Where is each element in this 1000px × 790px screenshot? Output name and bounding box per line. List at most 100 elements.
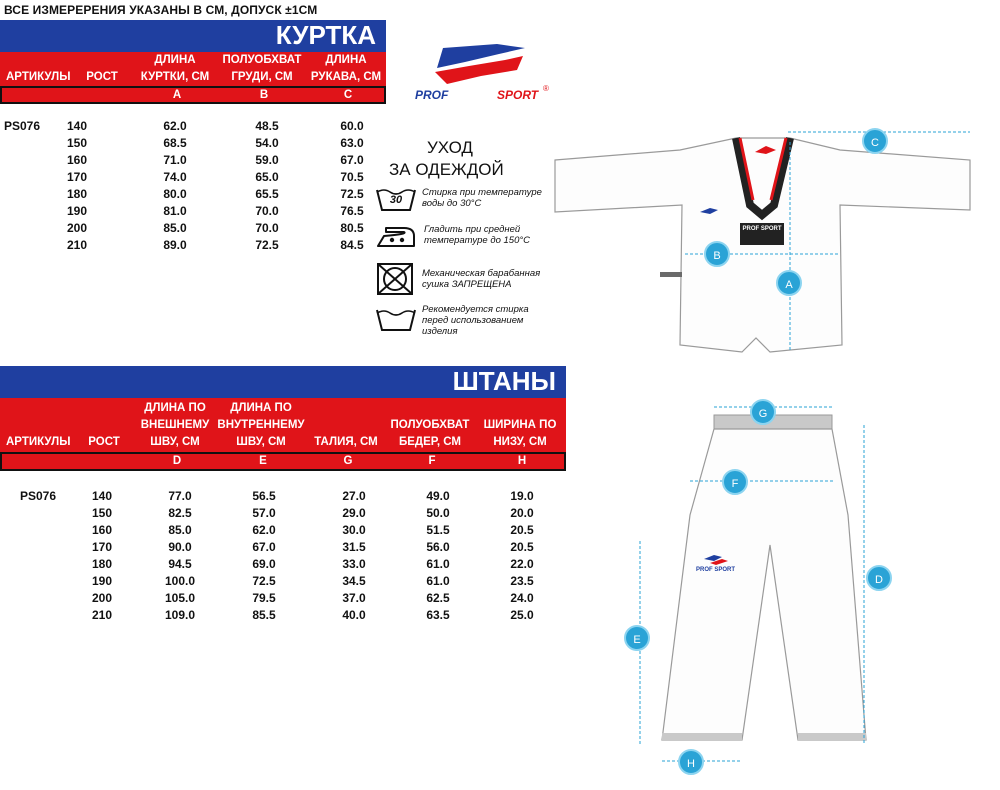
pants-cell: 62.5: [426, 591, 450, 605]
pants-drawing: [639, 406, 867, 762]
jacket-cell: 85.0: [163, 221, 187, 235]
iron-medium-icon: [374, 222, 418, 250]
jacket-cell: 63.0: [340, 136, 364, 150]
pants-letter-f: F: [428, 455, 436, 467]
pants-cell: 82.5: [168, 506, 192, 520]
pants-cell: 105.0: [164, 591, 196, 605]
prewash-icon: [374, 306, 418, 334]
jacket-letters-row: A B C: [0, 86, 386, 104]
jacket-diagram: PROF SPORT C B A: [550, 120, 990, 360]
pants-header-f-line2: БЕДЕР, СМ: [398, 436, 461, 448]
pants-cell: 27.0: [342, 489, 366, 503]
pants-letter-e: E: [259, 455, 267, 467]
jacket-header-a-line2: КУРТКИ, СМ: [140, 71, 210, 83]
pants-title-band: ШТАНЫ: [0, 366, 566, 398]
measure-badge-d: D: [866, 565, 892, 591]
pants-cell: 200: [91, 591, 113, 605]
jacket-header-c-line2: РУКАВА, СМ: [310, 71, 382, 83]
pants-header-article: АРТИКУЛЫ: [6, 436, 71, 448]
jacket-header-a: ДЛИНА КУРТКИ, СМ: [135, 52, 215, 86]
pants-header-f: ПОЛУОБХВАТ БЕДЕР, СМ: [380, 417, 480, 451]
pants-cell: 34.5: [342, 574, 366, 588]
pants-cell: 50.0: [426, 506, 450, 520]
care-prewash-line3: изделия: [422, 326, 458, 337]
measure-badge-c: C: [862, 128, 888, 154]
jacket-cell: 210: [66, 238, 88, 252]
care-prewash-line1: Рекомендуется стирка: [422, 304, 529, 315]
jacket-cell: 80.0: [163, 187, 187, 201]
measure-badge-b: B: [704, 241, 730, 267]
pants-header-band: [0, 398, 566, 452]
measure-badge-g: G: [750, 399, 776, 425]
jacket-cell: 60.0: [340, 119, 364, 133]
pants-cell: 30.0: [342, 523, 366, 537]
measurement-note: ВСЕ ИЗМЕРЕРЕНИЯ УКАЗАНЫ В СМ, ДОПУСК ±1С…: [4, 3, 318, 17]
pants-header-d-line3: ШВУ, СМ: [150, 436, 200, 448]
pants-header-h: ШИРИНА ПО НИЗУ, СМ: [476, 417, 564, 451]
pants-cell: 56.5: [252, 489, 276, 503]
jacket-cell: 72.5: [340, 187, 364, 201]
care-item-wash: Стирка при температуре воды до 30°С: [422, 187, 552, 209]
jacket-cell: 65.0: [255, 170, 279, 184]
pants-title: ШТАНЫ: [452, 366, 556, 396]
jacket-header-c-line1: ДЛИНА: [325, 54, 367, 66]
jacket-cell: 72.5: [255, 238, 279, 252]
pants-cell: 24.0: [510, 591, 534, 605]
pants-cell: 69.0: [252, 557, 276, 571]
pants-cell: 85.0: [168, 523, 192, 537]
care-dry-line2: сушка ЗАПРЕЩЕНА: [422, 279, 512, 290]
jacket-cell: 71.0: [163, 153, 187, 167]
measure-badge-e: E: [624, 625, 650, 651]
care-item-prewash: Рекомендуется стирка перед использование…: [422, 304, 552, 337]
jacket-cell: 84.5: [340, 238, 364, 252]
care-title-line2: ЗА ОДЕЖДОЙ: [389, 160, 504, 179]
measure-badge-h: H: [678, 749, 704, 775]
pants-cell: 62.0: [252, 523, 276, 537]
care-wash-line2: воды до 30°С: [422, 198, 482, 209]
jacket-cell: 150: [66, 136, 88, 150]
pants-cell: 210: [91, 608, 113, 622]
pants-header-d: ДЛИНА ПО ВНЕШНЕМУ ШВУ, СМ: [135, 400, 215, 451]
jacket-diagram-brand: PROF SPORT: [742, 226, 782, 232]
pants-cell: 29.0: [342, 506, 366, 520]
pants-cell: 79.5: [252, 591, 276, 605]
pants-header-h-line1: ШИРИНА ПО: [483, 419, 557, 431]
jacket-letter-b: B: [259, 89, 269, 101]
jacket-header-b-line1: ПОЛУОБХВАТ: [222, 54, 302, 66]
care-wash-line1: Стирка при температуре: [422, 187, 542, 198]
pants-header-g: ТАЛИЯ, СМ: [314, 436, 378, 448]
pants-cell: 94.5: [168, 557, 192, 571]
pants-cell: 100.0: [164, 574, 196, 588]
brand-logo-mark: [435, 44, 525, 84]
pants-header-d-line1: ДЛИНА ПО: [144, 402, 206, 414]
pants-letters-row: D E G F H: [0, 452, 566, 471]
jacket-header-c: ДЛИНА РУКАВА, СМ: [306, 52, 386, 86]
pants-cell: 20.5: [510, 523, 534, 537]
jacket-article: PS076: [4, 119, 41, 133]
jacket-title: КУРТКА: [275, 20, 376, 50]
measure-badge-f: F: [722, 469, 748, 495]
pants-cell: 25.0: [510, 608, 534, 622]
jacket-cell: 160: [66, 153, 88, 167]
brand-logo-right: SPORT: [497, 88, 539, 102]
jacket-cell: 67.0: [340, 153, 364, 167]
jacket-letter-a: A: [172, 89, 182, 101]
pants-cell: 85.5: [252, 608, 276, 622]
pants-header-d-line2: ВНЕШНЕМУ: [140, 419, 210, 431]
pants-cell: 61.0: [426, 557, 450, 571]
pants-cell: 67.0: [252, 540, 276, 554]
pants-cell: 31.5: [342, 540, 366, 554]
care-item-dry: Механическая барабанная сушка ЗАПРЕЩЕНА: [422, 268, 562, 290]
pants-cell: 20.5: [510, 540, 534, 554]
pants-header-e-line2: ВНУТРЕННЕМУ: [217, 419, 305, 431]
care-item-iron: Гладить при средней температуре до 150°С: [424, 224, 554, 246]
pants-diagram-brand: PROF SPORT: [696, 567, 736, 573]
jacket-header-height: РОСТ: [86, 71, 118, 83]
pants-diagram: PROF SPORT G F D E H: [624, 395, 930, 780]
jacket-cell: 70.5: [340, 170, 364, 184]
measure-badge-a: A: [776, 270, 802, 296]
pants-header-e: ДЛИНА ПО ВНУТРЕННЕМУ ШВУ, СМ: [214, 400, 308, 451]
care-title: УХОД ЗА ОДЕЖДОЙ: [385, 137, 535, 181]
jacket-cell: 81.0: [163, 204, 187, 218]
pants-letter-h: H: [517, 455, 527, 467]
